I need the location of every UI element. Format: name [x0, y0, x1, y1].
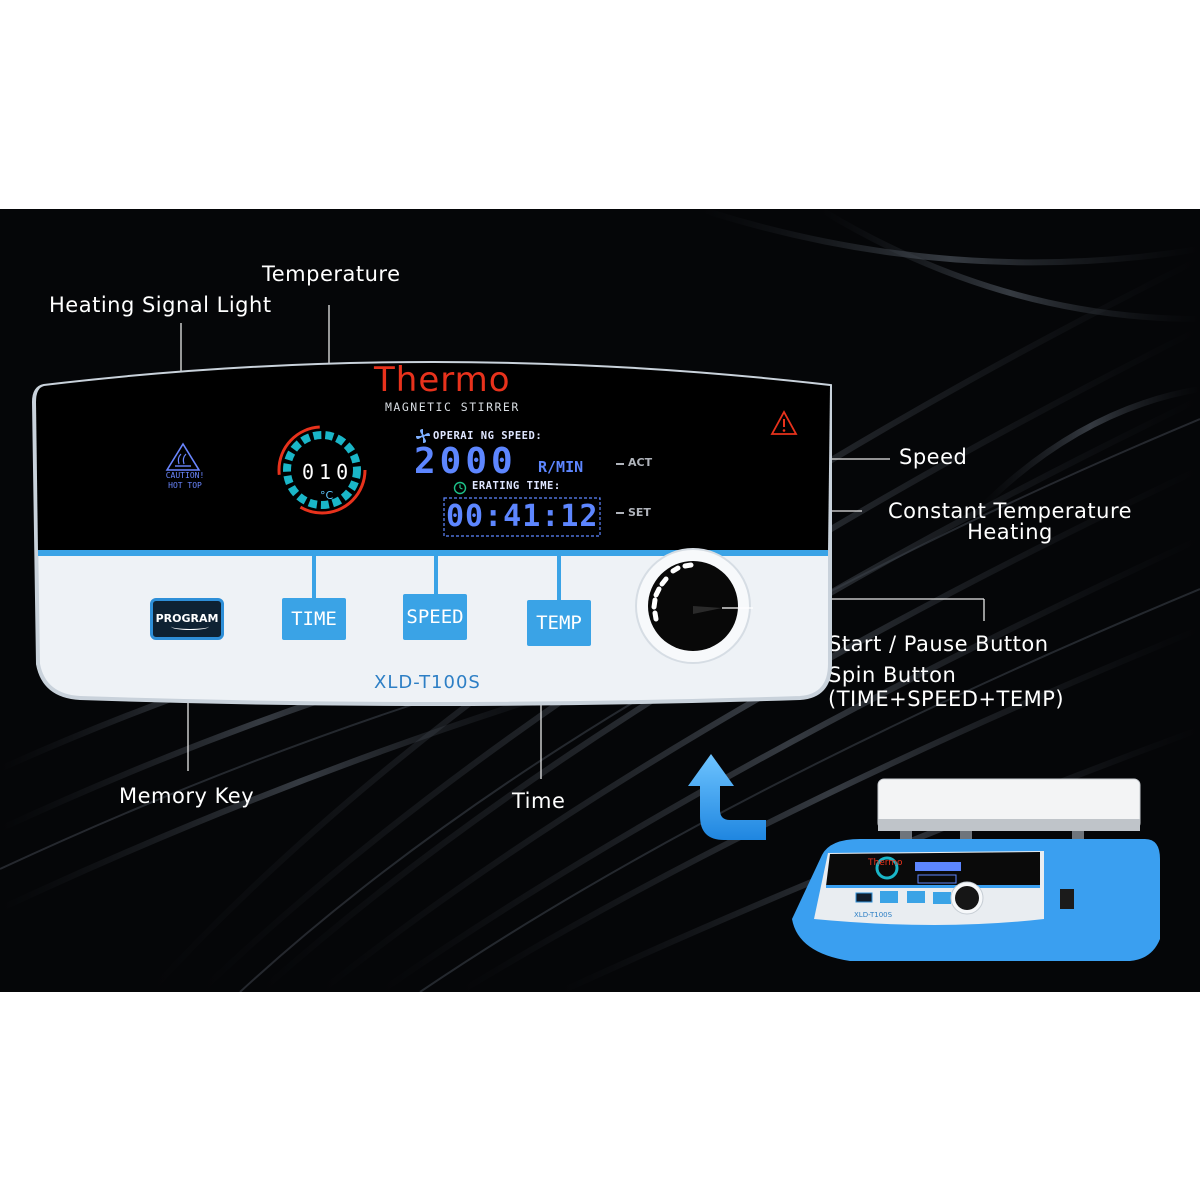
caution-label: CAUTION! HOT TOP — [160, 471, 210, 491]
constant-temperature-line1: Constant Temperature — [887, 499, 1133, 523]
speed-button[interactable]: SPEED — [403, 594, 467, 640]
model-number: XLD-T100S — [374, 672, 481, 693]
program-label: PROGRAM — [155, 612, 219, 625]
svg-text:Thermo: Thermo — [867, 858, 903, 868]
temperature-callout: Temperature — [262, 262, 401, 286]
knob-graphic — [635, 548, 753, 664]
time-value: 00:41:12 — [446, 499, 599, 534]
temperature-display: 010 — [302, 460, 354, 484]
caution-line1: CAUTION! — [165, 471, 205, 480]
speed-unit: R/MIN — [538, 458, 584, 476]
brand-subtitle: MAGNETIC STIRRER — [385, 400, 520, 414]
product-scene: Temperature Heating Signal Light Speed C… — [0, 209, 1200, 992]
product-photo: XLD-T100S Thermo — [792, 778, 1160, 961]
heating-signal-light-callout: Heating Signal Light — [49, 293, 272, 317]
speed-value: 2000 — [414, 441, 517, 482]
curved-arrow-up-icon — [688, 754, 766, 840]
start-pause-callout: Start / Pause Button — [828, 632, 1049, 656]
warning-triangle-icon — [770, 410, 798, 435]
alarm-clock-icon — [453, 481, 467, 495]
speed-label: OPERAI NG SPEED: — [433, 430, 543, 442]
spin-combo-callout: (TIME+SPEED+TEMP) — [828, 687, 1065, 711]
control-panel: Thermo MAGNETIC STIRRER CAUTION! HOT TOP… — [30, 346, 840, 706]
memory-key-callout: Memory Key — [119, 784, 255, 808]
spin-button-callout: Spin Button — [828, 663, 957, 687]
temperature-ring — [277, 425, 367, 515]
start-pause-knob[interactable] — [638, 551, 748, 661]
temperature-unit: °C — [320, 489, 334, 502]
caution-line2: HOT TOP — [168, 481, 202, 490]
fan-icon — [416, 429, 430, 443]
time-callout: Time — [512, 789, 566, 813]
svg-text:XLD-T100S: XLD-T100S — [854, 911, 893, 919]
constant-temperature-callout: Constant Temperature Heating — [873, 499, 1147, 544]
program-button[interactable]: PROGRAM — [150, 598, 224, 640]
speed-callout: Speed — [899, 445, 968, 469]
time-label: ERATING TIME: — [472, 480, 561, 492]
set-tag: SET — [628, 506, 651, 519]
time-button[interactable]: TIME — [282, 598, 346, 640]
panel-shape — [31, 361, 832, 706]
temp-button[interactable]: TEMP — [527, 600, 591, 646]
brand-logo: Thermo — [374, 360, 511, 400]
constant-temperature-line2: Heating — [967, 520, 1053, 544]
program-arc — [171, 623, 209, 630]
hot-surface-icon — [165, 442, 201, 471]
act-tag: ACT — [628, 456, 653, 469]
